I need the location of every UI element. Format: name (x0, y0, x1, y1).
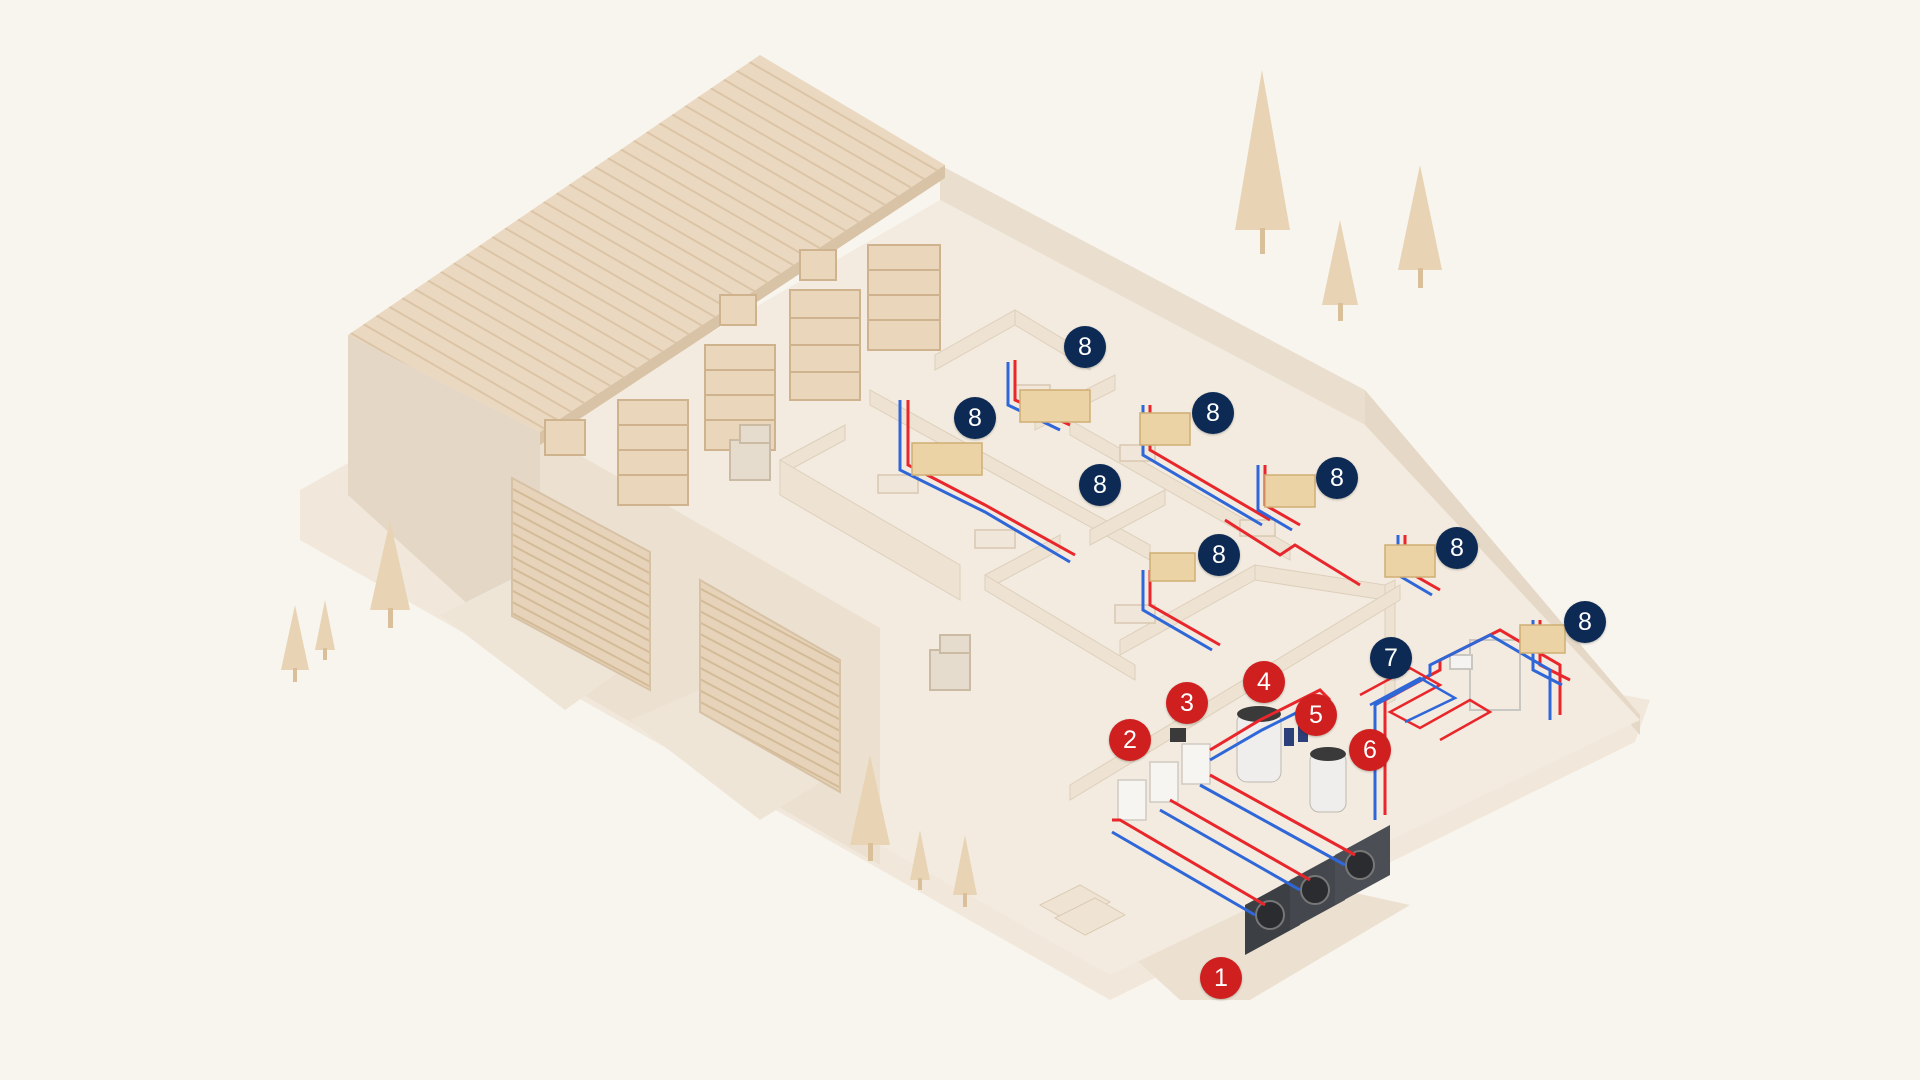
marker-indoor-units[interactable]: 2 (1109, 719, 1151, 761)
radiators (911, 389, 1566, 654)
buffer-tank (1236, 706, 1282, 783)
cold-water-pipes (898, 362, 1563, 917)
indoor-units (1117, 743, 1211, 821)
loading-ramp (630, 690, 840, 820)
bathroom-shower (1449, 639, 1521, 711)
forklift-icon (729, 424, 971, 691)
marker-radiator[interactable]: 8 (1316, 457, 1358, 499)
marker-radiator[interactable]: 8 (1564, 601, 1606, 643)
marker-radiator[interactable]: 8 (954, 397, 996, 439)
hydraulic-module (1284, 724, 1308, 746)
hot-water-cylinder (1309, 747, 1347, 813)
marker-hot-water-cylinder[interactable]: 6 (1349, 729, 1391, 771)
back-wall (940, 165, 1365, 425)
marker-radiator[interactable]: 8 (1064, 326, 1106, 368)
marker-hydraulic-module[interactable]: 5 (1295, 694, 1337, 736)
trees (281, 70, 1442, 907)
shelf-levels (618, 269, 940, 476)
marker-heat-pump-units[interactable]: 1 (1200, 957, 1242, 999)
loading-ramp (440, 575, 650, 710)
underfloor-heating-loops (1359, 666, 1493, 742)
heat-pump-outdoor-units (1245, 825, 1390, 955)
left-wall-shade (348, 335, 540, 670)
marker-radiator[interactable]: 8 (1436, 527, 1478, 569)
controller (1170, 728, 1186, 742)
marker-underfloor-heating[interactable]: 7 (1370, 637, 1412, 679)
warehouse-roof (348, 55, 945, 432)
marker-radiator[interactable]: 8 (1192, 392, 1234, 434)
garage-door-right (699, 578, 841, 794)
marker-radiator[interactable]: 8 (1079, 464, 1121, 506)
marker-controller[interactable]: 3 (1166, 682, 1208, 724)
garage-door-left (511, 476, 651, 692)
marker-buffer-tank[interactable]: 4 (1243, 661, 1285, 703)
marker-radiator[interactable]: 8 (1198, 534, 1240, 576)
entrance-steps (1038, 884, 1127, 936)
